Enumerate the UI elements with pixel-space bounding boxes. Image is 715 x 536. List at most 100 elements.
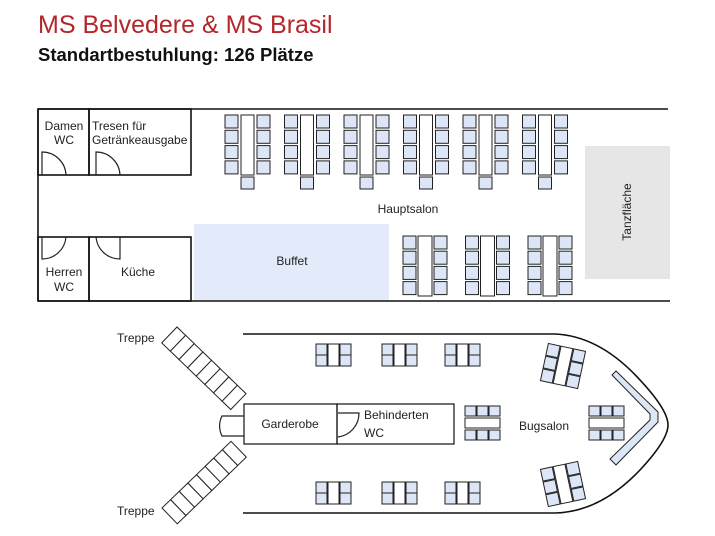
chair	[433, 281, 448, 296]
chair	[224, 160, 239, 175]
chair	[494, 129, 509, 144]
chair	[554, 160, 568, 175]
table-group	[464, 405, 501, 441]
door-damen-wc-icon	[41, 151, 67, 176]
table	[456, 343, 469, 367]
chair	[588, 405, 601, 417]
chair	[554, 129, 568, 144]
chair	[284, 129, 298, 144]
chair	[558, 250, 573, 265]
table-group	[402, 235, 448, 297]
label-tresen-2: Getränkeausgabe	[92, 133, 188, 147]
stairs-top	[161, 326, 247, 411]
long-table	[359, 114, 374, 176]
chair	[522, 114, 536, 129]
chair	[488, 429, 501, 441]
chair	[256, 145, 271, 160]
chair	[496, 235, 510, 250]
long-table	[300, 114, 314, 176]
hull-outline	[243, 333, 669, 514]
chair	[316, 129, 330, 144]
chair	[538, 176, 552, 190]
room-kueche	[88, 236, 192, 302]
table-group	[403, 114, 449, 190]
chair	[570, 486, 587, 502]
chair	[545, 491, 561, 508]
long-table	[240, 114, 255, 176]
chair	[494, 145, 509, 160]
chair	[462, 145, 477, 160]
lower-deck: Treppe Treppe Garderobe Behinderten WC B…	[117, 326, 669, 525]
table	[456, 481, 469, 505]
stairs-bottom	[161, 440, 248, 525]
chair	[405, 354, 418, 367]
chair	[612, 405, 625, 417]
table-group	[343, 114, 390, 190]
table	[327, 481, 340, 505]
table-group	[465, 235, 510, 297]
chair	[565, 460, 581, 477]
chair	[522, 160, 536, 175]
chair	[527, 281, 542, 296]
long-table	[552, 463, 574, 505]
chair	[444, 354, 457, 367]
chair	[256, 129, 271, 144]
chair	[375, 129, 390, 144]
label-garderobe: Garderobe	[261, 417, 319, 431]
chair	[339, 343, 352, 356]
bar-counter	[609, 370, 659, 466]
chair	[403, 145, 417, 160]
table-group	[315, 343, 352, 367]
label-behinderten-wc: Behinderten	[364, 408, 429, 422]
label-behinderten-wc-2: WC	[364, 426, 384, 440]
label-kueche: Küche	[121, 265, 155, 279]
chair	[256, 114, 271, 129]
room-tresen	[88, 108, 192, 176]
chair	[554, 114, 568, 129]
chair	[435, 145, 449, 160]
chair	[494, 160, 509, 175]
staircase	[161, 326, 247, 411]
chair	[402, 250, 417, 265]
chair	[402, 265, 417, 280]
door-behinderten-wc-icon	[337, 412, 360, 438]
chair	[494, 114, 509, 129]
chair	[464, 405, 477, 417]
long-table	[538, 114, 552, 176]
label-damen-wc-2: WC	[54, 133, 74, 147]
door-herren-wc-icon	[41, 236, 67, 260]
table-group	[381, 481, 418, 505]
stair-step	[221, 440, 248, 467]
chair	[558, 265, 573, 280]
chair	[476, 405, 489, 417]
table-group	[284, 114, 330, 190]
long-table	[588, 417, 625, 429]
chair	[375, 145, 390, 160]
chair	[300, 176, 314, 190]
chair	[588, 429, 601, 441]
room-behinderten-wc	[336, 403, 455, 445]
table-group	[444, 343, 481, 367]
table-group	[588, 405, 625, 441]
chair	[405, 481, 418, 494]
chair	[558, 281, 573, 296]
chair	[539, 466, 556, 482]
table-group	[315, 481, 352, 505]
chair	[465, 250, 479, 265]
chair	[542, 478, 558, 495]
table	[327, 343, 340, 367]
chair	[402, 281, 417, 296]
chair	[570, 348, 587, 364]
chair	[568, 360, 584, 377]
chair	[435, 114, 449, 129]
chair	[600, 429, 613, 441]
upper-deck: Damen WC Tresen für Getränkeausgabe Herr…	[37, 108, 670, 302]
chair	[381, 354, 394, 367]
chair	[496, 265, 510, 280]
door-tresen-icon	[95, 151, 121, 176]
chair	[381, 343, 394, 356]
label-buffet: Buffet	[276, 254, 308, 268]
chair	[316, 145, 330, 160]
label-treppe-bottom: Treppe	[117, 504, 155, 518]
lower-tables	[315, 342, 625, 508]
